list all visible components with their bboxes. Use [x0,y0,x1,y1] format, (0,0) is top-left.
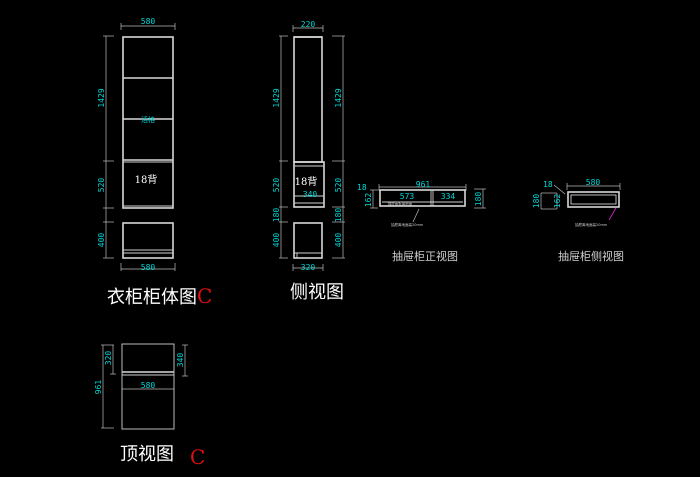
top-view-title: 顶视图 [120,444,174,465]
dim-height-mid-label: 520 [97,178,106,193]
drawer-side-leader-note: 抽屉离地面高20mm [575,222,608,227]
dim-height-mid-right-label: 520 [334,178,343,193]
dim-depth-total-label: 961 [94,380,103,395]
dimension-chain-left: 1429 520 400 [97,35,114,259]
dim-height-base-left-label: 400 [272,233,281,248]
drawer-side-title: 抽屉柜侧视图 [558,249,624,263]
dimension-width-top: 580 [120,17,176,30]
dim-height-total-label: 180 [532,194,541,209]
top-view: 961 320 340 580 顶视图 C [94,343,205,469]
drawer-side-view: 18 580 180 162 抽屉离地面高20mm 抽屉柜侧视图 [532,178,624,263]
dim-depth-left-label: 320 [104,351,113,366]
dim-gap-right-label: 180 [334,208,343,223]
note-leader-line [412,208,420,223]
dim-height-total-label: 180 [474,192,483,207]
dim-height-upper-right-label: 1429 [334,88,343,107]
dim-height-upper-left-label: 1429 [272,88,281,107]
dimension-width-bottom: 580 [120,263,176,272]
wardrobe-upper-frame [122,36,174,209]
dimension-width: 580 [566,178,621,190]
dimension-depth-total: 961 [94,344,114,429]
side-base-frame [293,222,323,259]
magenta-leader-line [608,207,617,221]
dimension-total-width: 961 [378,180,467,191]
dimension-chain-left: 1429 520 180 400 [272,35,288,259]
wardrobe-body-revision-tag: C [197,284,212,308]
dim-width-top-label: 220 [301,20,316,29]
side-view-title: 侧视图 [290,282,344,303]
drawer-inner-note: 抽屉面板离地面 [388,201,413,206]
dimension-height-pair: 180 162 [532,192,562,210]
side-back-panel-label: 18背 [295,175,318,188]
drawer-front-title: 抽屉柜正视图 [392,249,458,263]
dimension-height-inner: 162 [364,189,378,209]
dim-thickness-label: 18 [543,180,553,189]
dim-depth-right-label: 340 [176,353,185,368]
back-panel-label: 18背 [135,173,158,186]
top-view-frame [121,343,175,430]
dim-thickness-label: 18 [357,183,367,192]
dim-left-section-label: 573 [400,192,415,201]
dim-height-mid-left-label: 520 [272,178,281,193]
dimension-height-total: 180 [474,188,486,209]
dim-total-width-label: 961 [416,180,431,189]
side-upper-frame [293,36,323,163]
dim-right-section-label: 334 [441,192,456,201]
dimension-width: 580 [122,381,174,390]
wardrobe-body-title: 衣柜柜体图 [107,287,197,308]
dimension-depth-right: 340 [176,344,188,377]
dimension-chain-right: 1429 520 180 400 [332,35,345,259]
dim-width-label: 580 [141,381,156,390]
dim-width-label: 580 [586,178,601,187]
drawer-front-view: 961 18 162 573 334 抽屉面板离地面 180 抽屉离地面高20m… [357,180,486,263]
dim-width-bottom-label: 580 [141,263,156,272]
dim-height-upper-label: 1429 [97,88,106,107]
dim-height-base-label: 400 [97,233,106,248]
side-view: 220 1429 520 180 400 1429 520 180 400 [272,20,345,303]
top-view-revision-tag: C [190,445,205,469]
drawer-front-frame [379,189,466,207]
dim-inner-depth-label: 340 [303,190,318,199]
drawer-leader-note: 抽屉离地面高20mm [391,222,424,227]
shelf-note-label: 活格 [141,115,155,124]
dim-width-top-label: 580 [141,17,156,26]
dim-height-inner-label: 162 [364,193,373,208]
drawer-side-frame [567,191,620,208]
dim-width-bottom-label: 320 [301,263,316,272]
side-mid-frame [293,161,325,208]
dim-gap-left-label: 180 [272,208,281,223]
dim-height-inner-label: 162 [553,194,562,209]
dim-height-base-right-label: 400 [334,233,343,248]
dimension-depth-left: 320 [104,345,116,375]
thickness-leader-line [553,184,566,195]
wardrobe-base-frame [122,222,174,259]
dimension-width-top: 220 [292,20,324,32]
dimension-width-bottom: 320 [292,263,324,272]
wardrobe-body-view: 580 1429 520 400 活格 18背 [97,17,212,308]
